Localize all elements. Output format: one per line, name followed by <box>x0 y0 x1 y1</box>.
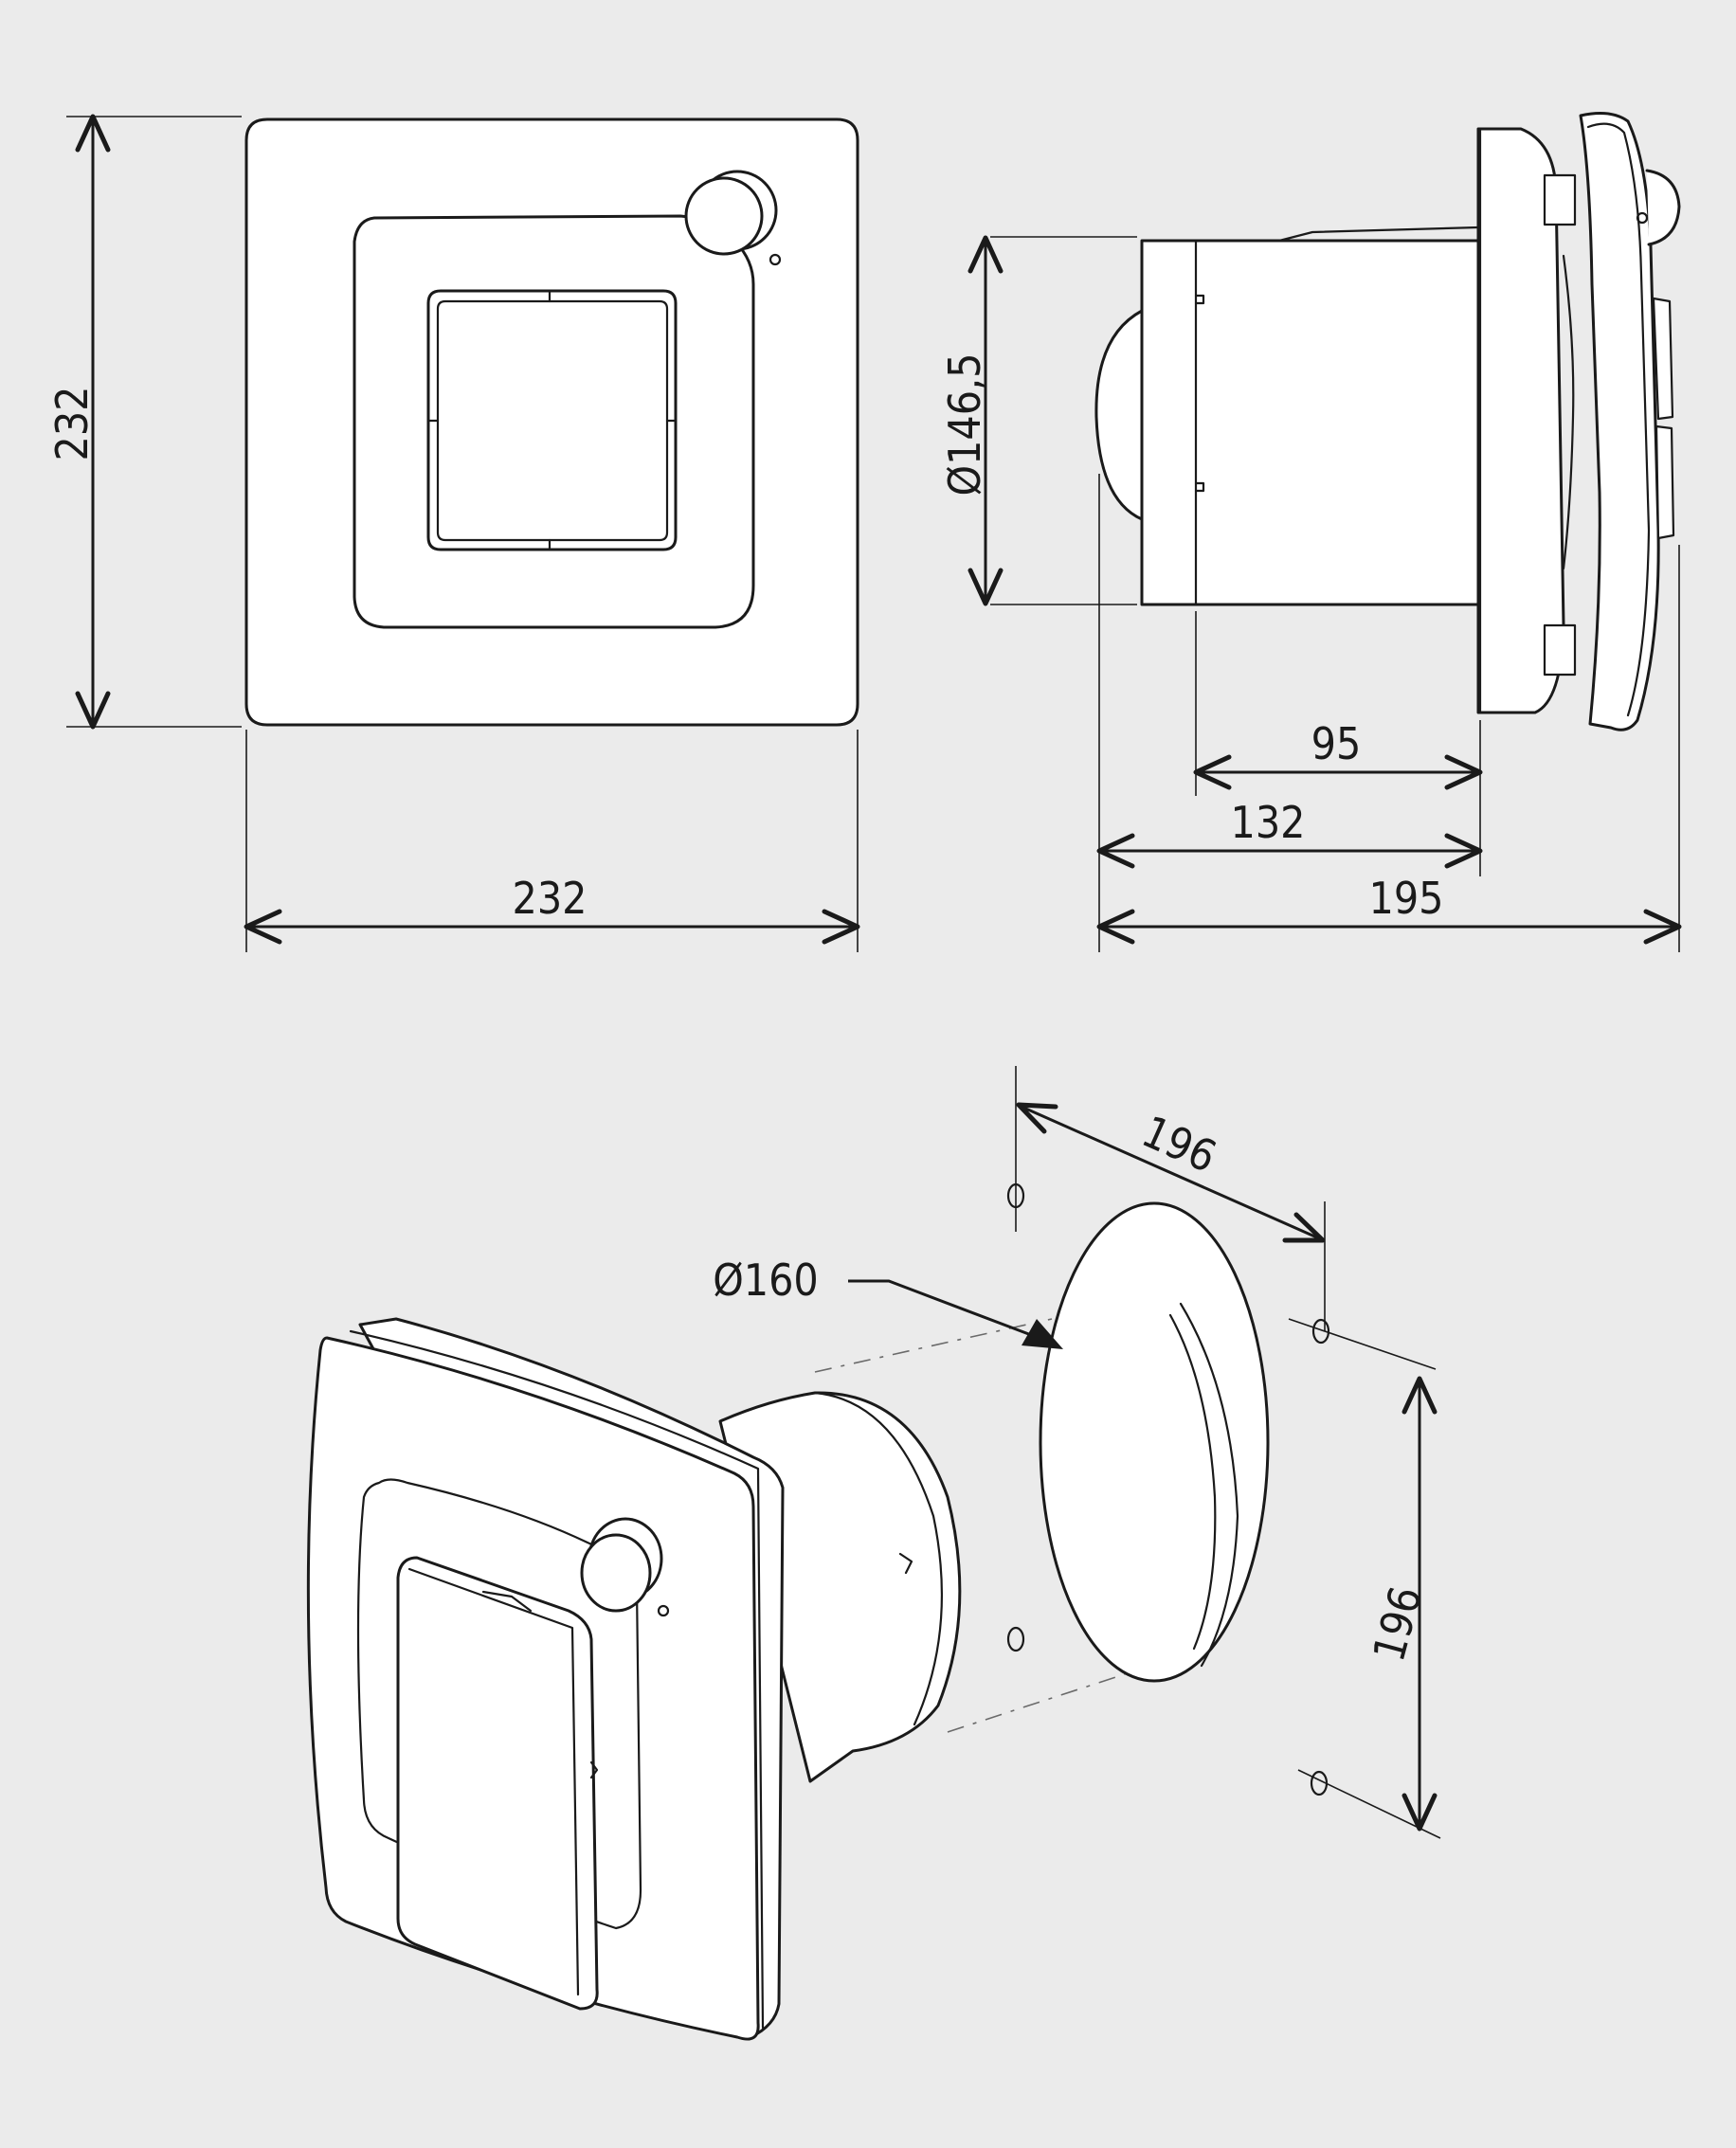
side-knob <box>1645 169 1681 246</box>
iso-diameter-leader <box>848 1279 1055 1345</box>
iso-duct <box>1039 1201 1270 1683</box>
iso-ref-hole-2 <box>1311 1318 1330 1345</box>
side-depth-195-label: 195 <box>1369 873 1444 924</box>
side-depth-95-label: 95 <box>1311 718 1362 769</box>
iso-diameter-label: Ø160 <box>713 1255 819 1306</box>
side-spigot <box>1140 239 1482 606</box>
iso-diameter-arrowhead <box>1022 1319 1063 1349</box>
iso-ref-hole-3 <box>1310 1770 1329 1796</box>
front-view: 232 232 <box>46 114 860 952</box>
side-motor-dome <box>1094 309 1144 521</box>
iso-ref-hole-1 <box>1006 1182 1025 1209</box>
iso-width-dim-line <box>1021 1105 1320 1240</box>
side-depth-132-label: 132 <box>1231 797 1306 848</box>
duct-axis-top <box>814 1318 1053 1373</box>
side-view: Ø146,5 95 132 195 <box>939 112 1682 952</box>
front-knob <box>684 176 764 256</box>
iso-knob <box>580 1533 652 1613</box>
side-diameter-label: Ø146,5 <box>939 352 990 496</box>
side-clip-top <box>1543 173 1577 226</box>
iso-screw-hole <box>1006 1626 1025 1652</box>
front-center-panel-inner <box>436 299 669 542</box>
front-width-label: 232 <box>513 873 588 924</box>
front-height-label: 232 <box>46 387 98 461</box>
side-front-cover <box>1579 112 1660 731</box>
front-indicator-led <box>769 253 782 266</box>
iso-center-panel <box>396 1556 599 2011</box>
iso-height-label: 196 <box>1363 1581 1432 1667</box>
side-clip-bottom <box>1543 623 1577 677</box>
iso-indicator-led <box>657 1604 670 1617</box>
front-center-panel <box>426 289 678 551</box>
iso-width-label: 196 <box>1134 1106 1223 1182</box>
front-outer-plate <box>244 117 859 727</box>
isometric-view: 196 196 Ø160 <box>306 1066 1441 2041</box>
